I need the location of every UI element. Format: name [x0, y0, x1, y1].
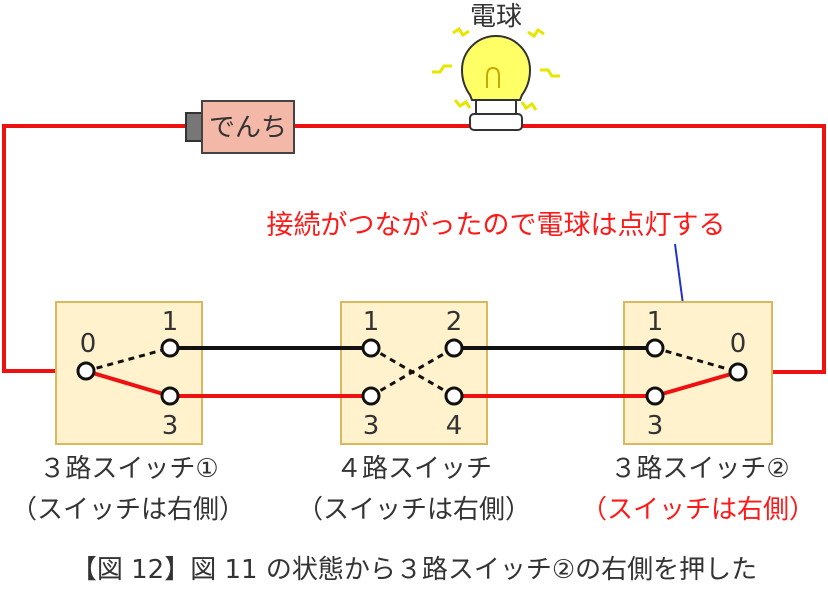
switch4-internals: 1 2 3 4 [361, 307, 464, 441]
switch4-label-2: 2 [446, 307, 463, 337]
figure-caption: 【図 12】図 11 の状態から３路スイッチ②の右側を押した [71, 555, 757, 585]
switch2-terminal-1 [645, 338, 665, 358]
switch2-internals: 1 0 3 [645, 307, 748, 441]
bulb-label: 電球 [470, 2, 522, 32]
switch4-terminal-3 [361, 386, 381, 406]
switch1-label-3: 3 [162, 411, 179, 441]
switch2-name: ３路スイッチ② [610, 454, 789, 484]
annotation-text: 接続がつながったので電球は点灯する [267, 210, 726, 241]
switch4-name: ４路スイッチ [336, 454, 492, 484]
switch2-label-1: 1 [647, 307, 664, 337]
switch1-label-1: 1 [162, 307, 179, 337]
switch4-label-3: 3 [363, 411, 380, 441]
switch4-terminal-1 [361, 338, 381, 358]
switch2-terminal-0 [728, 362, 748, 382]
bulb-rays-icon [432, 26, 560, 111]
battery-label: でんち [209, 113, 287, 143]
switch4-label-1: 1 [363, 307, 380, 337]
switch4-terminal-4 [444, 386, 464, 406]
switch1-state: （スイッチは右側） [11, 495, 245, 525]
switch1-label-0: 0 [80, 329, 97, 359]
switch1-internals: 0 1 3 [76, 307, 180, 441]
circuit-loop [2, 124, 826, 374]
switch1-terminal-1 [160, 338, 180, 358]
switch4-terminal-2 [444, 338, 464, 358]
switch2-label-0: 0 [730, 329, 747, 359]
switch1-terminal-3 [160, 386, 180, 406]
switch4-label-4: 4 [446, 411, 463, 441]
switch1-name: ３路スイッチ① [39, 454, 218, 484]
switch4-state: （スイッチは右側） [297, 495, 531, 525]
switch2-state: （スイッチは右側） [581, 495, 815, 525]
switch1-terminal-0 [76, 361, 96, 381]
bulb: 電球 [432, 2, 560, 131]
switch2-label-3: 3 [647, 411, 664, 441]
traveler-wires [170, 346, 655, 398]
battery: でんち [185, 100, 295, 154]
switch2-terminal-3 [645, 386, 665, 406]
